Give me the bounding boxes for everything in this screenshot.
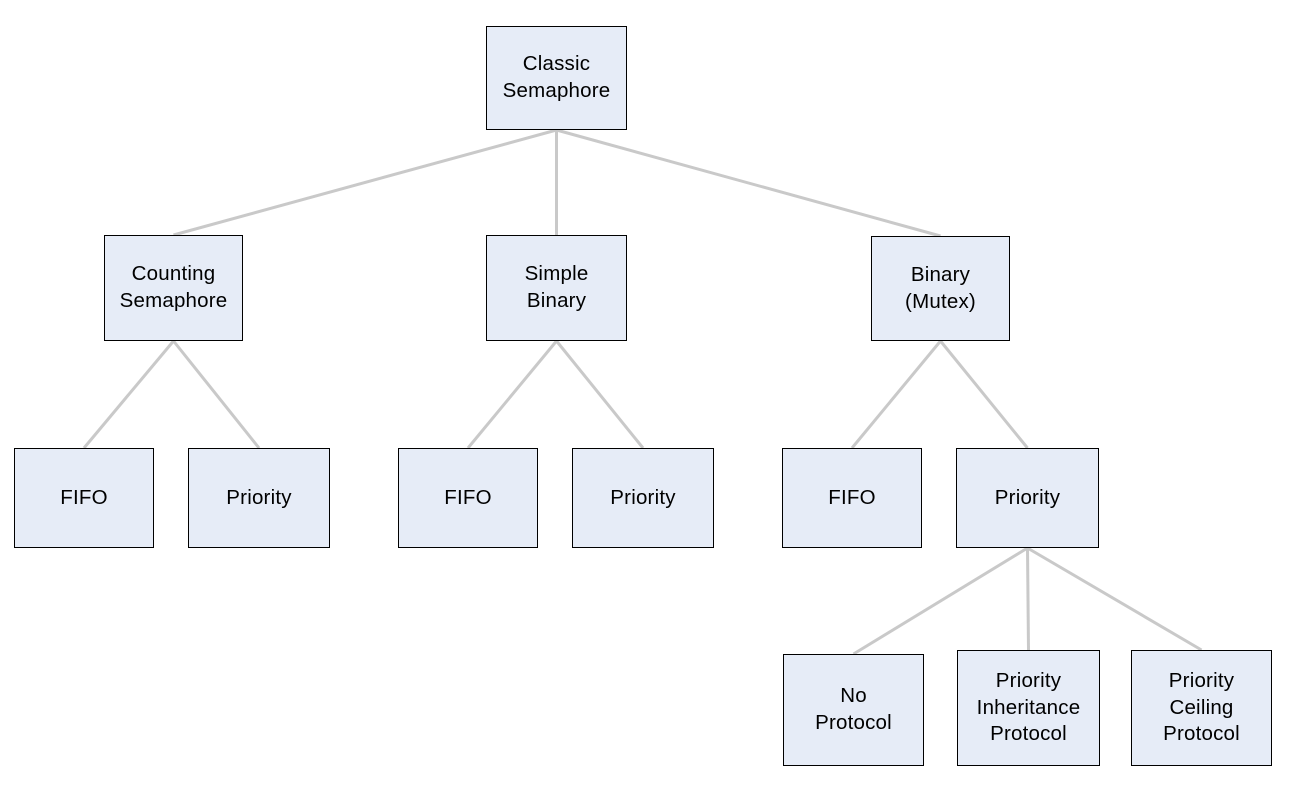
node-label-binary_mutex: Binary (Mutex) — [905, 262, 976, 313]
node-label-s_fifo: FIFO — [444, 485, 492, 509]
node-classic[interactable]: Classic Semaphore — [486, 26, 627, 130]
node-label-classic: Classic Semaphore — [502, 52, 611, 102]
edge-classic-to-binary_mutex — [556, 128, 941, 238]
node-label-no_protocol: No Protocol — [815, 684, 892, 734]
edge-simple_binary-to-s_fifo — [466, 340, 558, 449]
edge-binary_mutex-to-b_fifo — [850, 340, 942, 449]
node-simple_binary[interactable]: Simple Binary — [486, 235, 627, 341]
node-no_protocol[interactable]: No Protocol — [783, 654, 924, 766]
node-label-b_fifo: FIFO — [828, 485, 876, 509]
node-c_priority[interactable]: Priority — [188, 448, 330, 548]
edge-binary_mutex-to-b_priority — [939, 340, 1029, 449]
edge-classic-to-counting — [173, 128, 557, 237]
edge-b_priority-to-pip — [1026, 547, 1030, 651]
edge-counting-to-c_fifo — [82, 340, 175, 449]
node-label-c_priority: Priority — [226, 485, 292, 509]
node-c_fifo[interactable]: FIFO — [14, 448, 154, 548]
node-label-c_fifo: FIFO — [60, 485, 108, 509]
node-label-pcp: Priority Ceiling Protocol — [1163, 669, 1240, 746]
node-b_fifo[interactable]: FIFO — [782, 448, 922, 548]
node-s_priority[interactable]: Priority — [572, 448, 714, 548]
edge-b_priority-to-no_protocol — [852, 546, 1029, 656]
node-label-counting: Counting Semaphore — [119, 262, 228, 312]
node-label-pip: Priority Inheritance Protocol — [976, 669, 1081, 746]
node-label-b_priority: Priority — [994, 485, 1061, 509]
edge-simple_binary-to-s_priority — [555, 340, 645, 449]
node-pip[interactable]: Priority Inheritance Protocol — [957, 650, 1100, 766]
edge-b_priority-to-pcp — [1026, 546, 1203, 652]
node-counting[interactable]: Counting Semaphore — [104, 235, 243, 341]
node-b_priority[interactable]: Priority — [956, 448, 1099, 548]
node-label-simple_binary: Simple Binary — [524, 262, 589, 312]
edge-counting-to-c_priority — [172, 340, 261, 449]
node-s_fifo[interactable]: FIFO — [398, 448, 538, 548]
node-label-s_priority: Priority — [610, 485, 676, 509]
node-pcp[interactable]: Priority Ceiling Protocol — [1131, 650, 1272, 766]
node-binary_mutex[interactable]: Binary (Mutex) — [871, 236, 1010, 341]
